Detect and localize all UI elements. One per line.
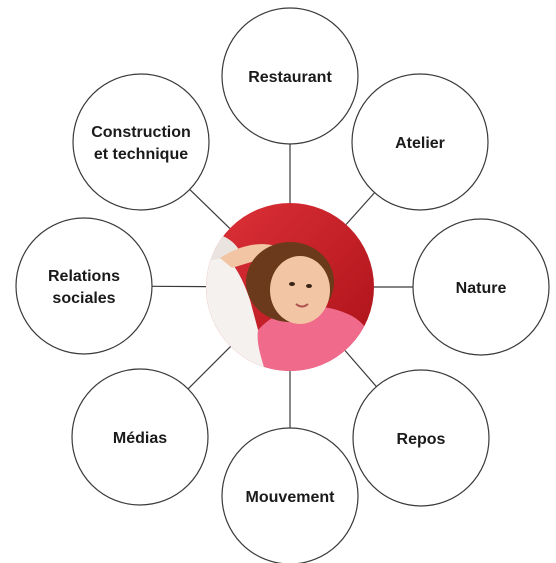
node-label-construction-et-technique: et technique bbox=[94, 146, 188, 163]
node-label-mouvement: Mouvement bbox=[246, 489, 336, 506]
node-relations-sociales: Relations sociales bbox=[15, 217, 153, 355]
node-label-relations-sociales: sociales bbox=[52, 290, 115, 307]
node-circle-nature bbox=[412, 218, 550, 356]
node-label-restaurant: Restaurant bbox=[248, 69, 332, 86]
node-label-relations-sociales: Relations bbox=[48, 268, 120, 285]
node-atelier: Atelier bbox=[351, 73, 489, 211]
connector-medias bbox=[187, 345, 232, 390]
node-circle-repos bbox=[352, 369, 490, 507]
node-circle-medias bbox=[71, 368, 209, 506]
node-medias: Médias bbox=[71, 368, 209, 506]
connector-repos bbox=[344, 350, 377, 387]
node-construction-et-technique: Construction et technique bbox=[72, 73, 210, 211]
connector-atelier bbox=[345, 192, 376, 225]
node-label-repos: Repos bbox=[397, 431, 446, 448]
node-circle-atelier bbox=[351, 73, 489, 211]
node-restaurant: Restaurant bbox=[221, 7, 359, 145]
node-label-nature: Nature bbox=[456, 280, 507, 297]
child-photo-icon bbox=[206, 203, 374, 371]
connector-lines bbox=[151, 144, 413, 428]
node-label-atelier: Atelier bbox=[395, 135, 445, 152]
node-circle-restaurant bbox=[221, 7, 359, 145]
node-circle-construction-et-technique bbox=[72, 73, 210, 211]
center-photo bbox=[206, 203, 374, 371]
node-mouvement: Mouvement bbox=[221, 427, 359, 563]
node-circle-mouvement bbox=[221, 427, 359, 563]
node-nature: Nature bbox=[412, 218, 550, 356]
node-circle-relations-sociales bbox=[15, 217, 153, 355]
node-label-medias: Médias bbox=[113, 430, 167, 447]
node-repos: Repos bbox=[352, 369, 490, 507]
connector-construction-et-technique bbox=[189, 188, 231, 229]
node-label-construction-et-technique: Construction bbox=[91, 124, 191, 141]
